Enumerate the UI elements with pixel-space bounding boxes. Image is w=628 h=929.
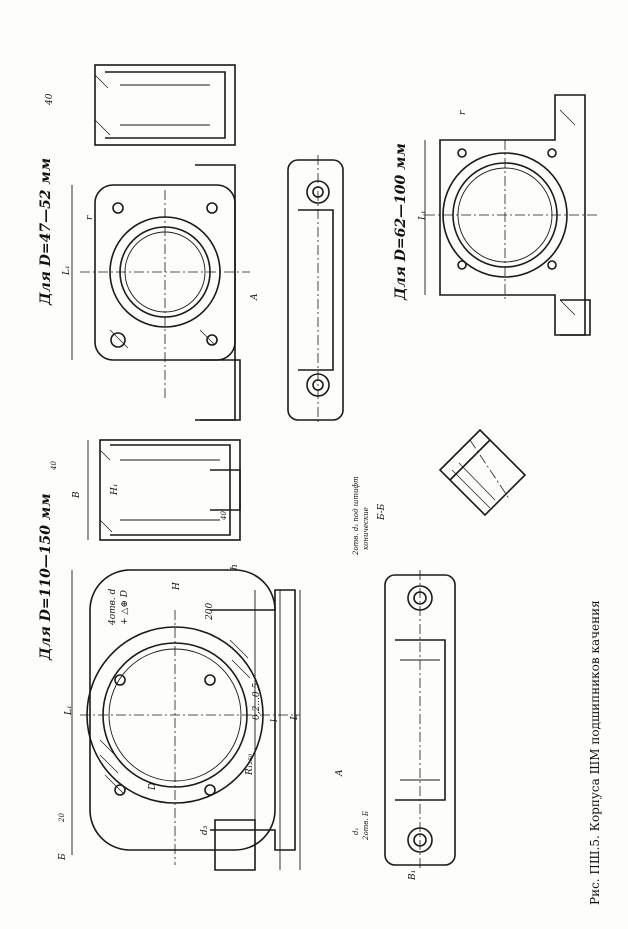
dim-H1-large: H₁ — [110, 483, 120, 495]
holes-d-label: 4отв. d — [108, 588, 118, 625]
dim-025-large: 0,2...0,5 — [252, 682, 262, 720]
dim-L1-medium: L₁ — [62, 265, 72, 275]
surface-medium: 40 — [45, 93, 55, 105]
surface-mark-1: 40 — [50, 461, 58, 470]
dim-l-large: l — [270, 719, 280, 722]
tolerance-label: + △⊕ D — [120, 590, 130, 625]
large-view-title: Для D=110—150 мм — [38, 493, 54, 660]
surface-mark-2: 20 — [58, 813, 66, 822]
medium-view-title: Для D=47—52 мм — [38, 157, 54, 305]
dim-B-mark: Б — [58, 853, 68, 860]
holes-d2-label: 2отв. d₂ под штифт — [352, 476, 360, 555]
section-bb — [438, 428, 527, 517]
large-housing-bottom — [384, 570, 456, 870]
dim-B1-large: B₁ — [408, 869, 418, 880]
dim-H-large: H — [172, 582, 182, 590]
dim-L1-wide: L₁ — [418, 210, 428, 220]
section-bb-label: Б-Б — [377, 503, 387, 520]
medium-housing-top — [287, 155, 344, 425]
dim-L-large: L — [290, 714, 300, 720]
holes-d2-note: конические — [362, 507, 370, 550]
wide-view-title: Для D=62—100 мм — [393, 143, 409, 300]
dim-A-large: A — [335, 769, 345, 777]
surface-mark-3: 40 — [220, 511, 228, 520]
figure-caption: Рис. ПШ.5. Корпуса ШМ подшипников качени… — [588, 600, 602, 905]
dim-B-large: B — [72, 491, 82, 498]
wide-housing-plan — [424, 94, 600, 336]
dim-A-medium: A — [250, 293, 260, 301]
dim-r-ref: R₁₂₅₀ — [245, 753, 255, 775]
medium-housing-side — [94, 64, 236, 146]
dim-L1-large: L₁ — [64, 705, 74, 715]
large-housing-side — [87, 439, 241, 541]
large-housing-plan — [71, 569, 301, 871]
dim-r-wide: r — [458, 110, 468, 115]
dim-h-large: h — [230, 564, 240, 570]
dim-r-medium: r — [85, 215, 95, 220]
dim-d1-label: d₁ — [352, 827, 360, 835]
medium-housing-plan — [71, 164, 250, 421]
dim-d3-large: d₃ — [200, 825, 210, 835]
surface-200: 200 — [205, 602, 215, 620]
dim-D-large: D — [148, 782, 158, 790]
holes-b-label: 2отв. Б — [362, 811, 370, 840]
